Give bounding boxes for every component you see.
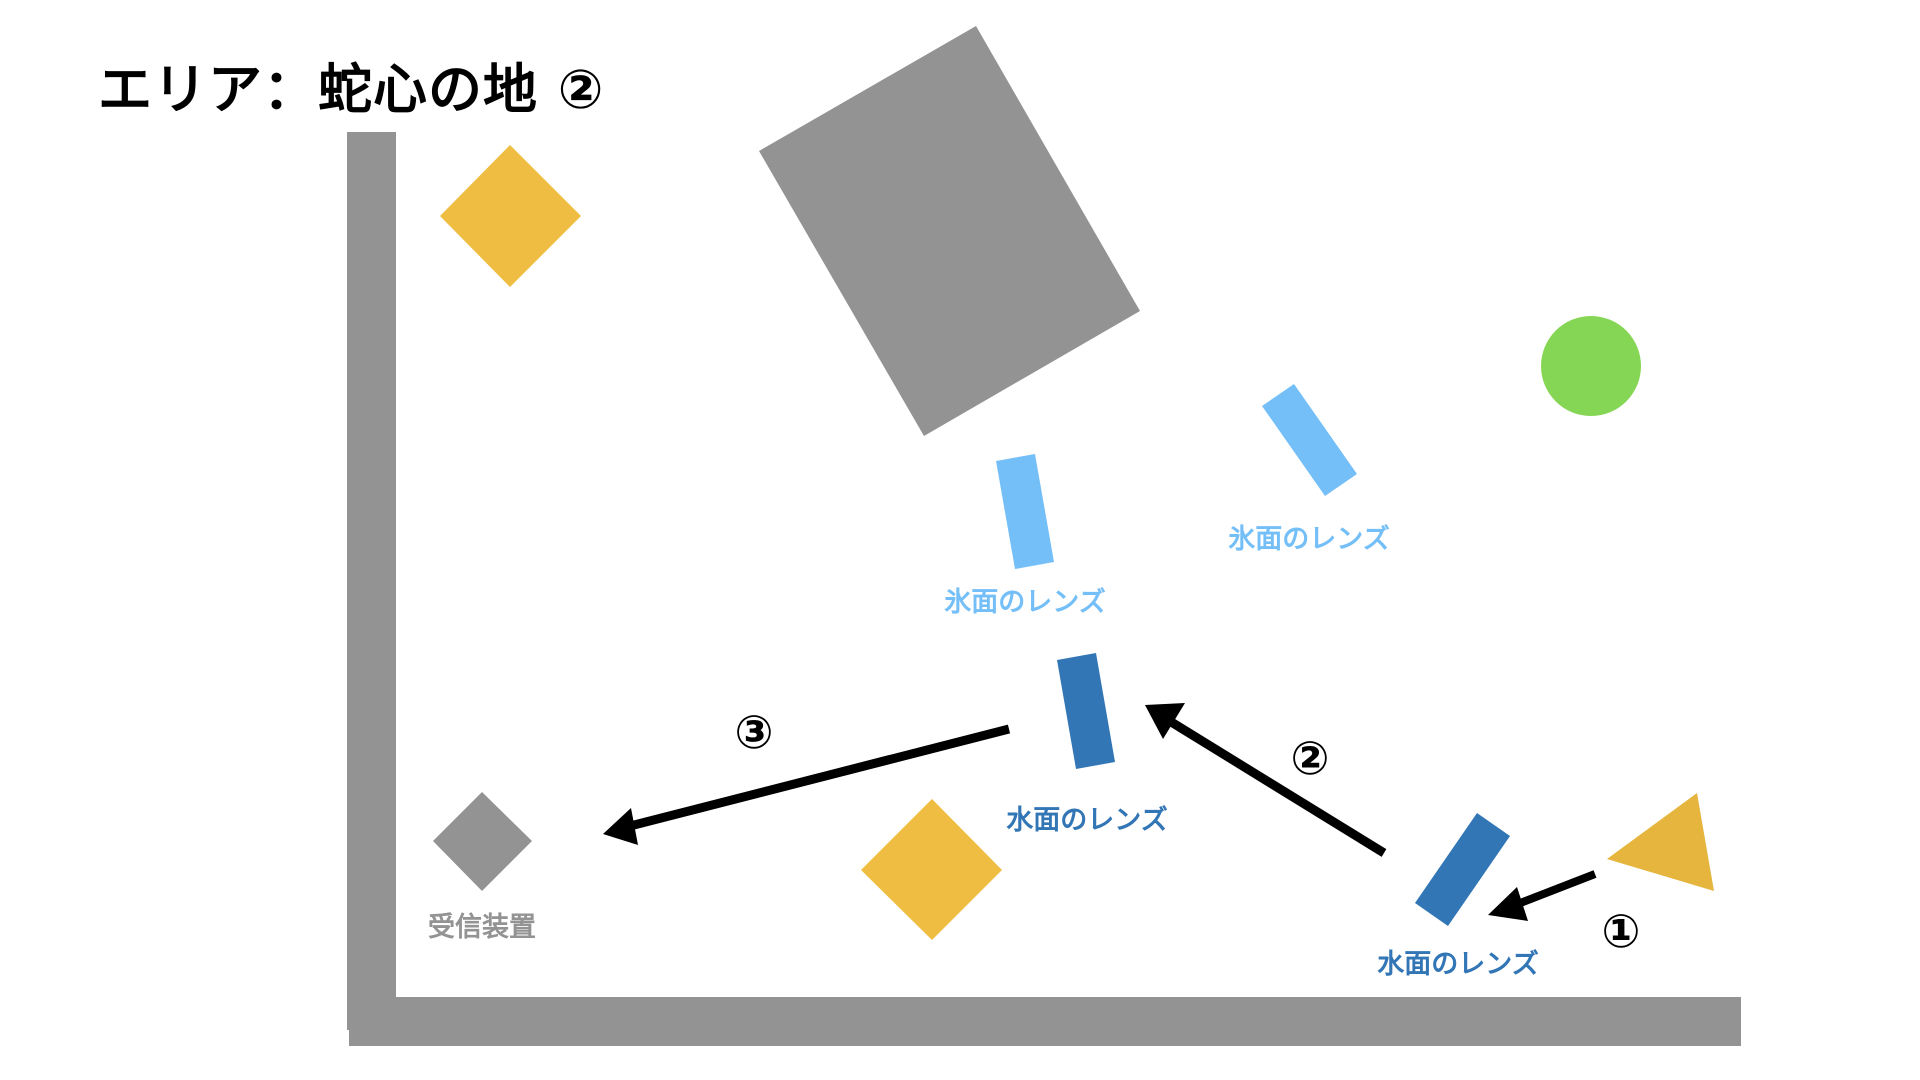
water-lens-right-label: 水面のレンズ [1377, 949, 1539, 980]
receiver-diamond [433, 792, 532, 891]
arrow-step-3 [603, 724, 1011, 845]
receiver-label: 受信装置 [428, 912, 536, 943]
bottom-wall [349, 997, 1741, 1046]
yellow-gem-diamond-top [440, 145, 581, 287]
water-lens-middle-label: 水面のレンズ [1006, 805, 1168, 836]
step-2-label: ② [1290, 731, 1330, 785]
step-1-label: ① [1601, 904, 1641, 958]
left-wall [347, 132, 396, 1030]
ice-lens-right [1262, 384, 1357, 496]
water-lens-middle [1057, 653, 1115, 769]
water-lens-right [1415, 813, 1510, 926]
green-orb [1541, 316, 1641, 416]
step-3-label: ③ [734, 705, 774, 759]
arrow-step-2 [1145, 703, 1387, 857]
page-title: エリア：蛇心の地 ② [98, 58, 605, 121]
light-source-triangle [1607, 793, 1714, 891]
ice-lens-left-label: 氷面のレンズ [944, 587, 1106, 618]
ice-lens-left [996, 454, 1054, 569]
yellow-gem-diamond-bottom [861, 799, 1002, 940]
stone-block [759, 26, 1140, 436]
arrow-step-1 [1488, 870, 1597, 921]
ice-lens-right-label: 氷面のレンズ [1228, 524, 1390, 555]
